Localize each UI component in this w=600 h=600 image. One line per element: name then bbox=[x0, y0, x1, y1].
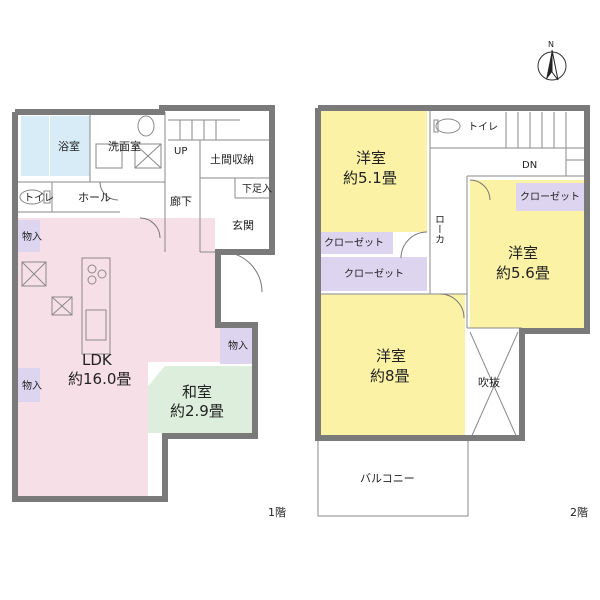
void-marker bbox=[469, 331, 519, 441]
label-corridor: 廊下 bbox=[170, 194, 192, 208]
sink-icon bbox=[137, 115, 155, 137]
label-storage-b: 物入 bbox=[228, 339, 248, 352]
kitchen-counter bbox=[81, 257, 111, 355]
floor-1: 浴室 洗面室 トイレ ホール UP 土間収納 廊下 下足入 玄関 物入 物入 物… bbox=[12, 105, 286, 519]
fridge-space-icon bbox=[21, 261, 47, 287]
floor2-label: 2階 bbox=[570, 505, 588, 519]
door-swing bbox=[139, 217, 161, 239]
door-swing bbox=[99, 181, 119, 201]
floor1-label: 1階 bbox=[268, 505, 286, 519]
label-void: 吹抜 bbox=[478, 375, 500, 389]
storage-b-area bbox=[220, 326, 252, 364]
washitsu-area bbox=[148, 366, 252, 433]
label-closet1: クローゼット bbox=[324, 237, 384, 249]
closet3-area bbox=[516, 183, 584, 211]
storage-c-area bbox=[18, 368, 40, 402]
room3-area bbox=[321, 294, 465, 435]
storage-a-area bbox=[18, 220, 40, 252]
floor2-walls bbox=[315, 105, 590, 441]
label-room1-size: 約5.1畳 bbox=[343, 169, 397, 187]
label-bath: 浴室 bbox=[58, 139, 80, 153]
label-storage-c: 物入 bbox=[22, 379, 42, 392]
label-room2-size: 約5.6畳 bbox=[496, 264, 550, 282]
label-entrance: 玄関 bbox=[232, 218, 254, 232]
label-room3: 洋室 bbox=[376, 347, 406, 365]
floor1-walls bbox=[12, 105, 275, 502]
label-closet2: クローゼット bbox=[344, 268, 404, 280]
label-room1: 洋室 bbox=[356, 149, 386, 167]
label-washitsu: 和室 bbox=[182, 383, 212, 401]
label-shoe-box: 下足入 bbox=[242, 183, 272, 195]
bathtub bbox=[21, 116, 49, 176]
label-toilet-2f: トイレ bbox=[468, 122, 498, 133]
label-toilet-1f: トイレ bbox=[24, 193, 54, 204]
bath-floor bbox=[50, 116, 90, 176]
stairs-floor1 bbox=[168, 119, 240, 141]
compass-label: N bbox=[548, 40, 554, 49]
label-ldk-size: 約16.0畳 bbox=[68, 370, 131, 388]
label-ldk: LDK bbox=[82, 351, 113, 369]
door-swing bbox=[469, 179, 491, 201]
label-room3-size: 約8畳 bbox=[370, 367, 410, 385]
label-washroom: 洗面室 bbox=[108, 139, 141, 153]
toilet-2f-icon bbox=[433, 118, 461, 134]
closet1-area bbox=[321, 232, 393, 254]
ldk-area bbox=[18, 218, 220, 496]
washing-machine-icon bbox=[95, 143, 162, 169]
label-dn: DN bbox=[522, 160, 537, 171]
door-swing bbox=[221, 251, 263, 293]
label-doma-storage: 土間収納 bbox=[210, 153, 254, 166]
label-closet3: クローゼット bbox=[520, 191, 580, 203]
door-swing bbox=[400, 231, 428, 259]
room1-area bbox=[321, 111, 427, 232]
closet2-area bbox=[321, 257, 427, 291]
label-washitsu-size: 約2.9畳 bbox=[170, 402, 224, 420]
label-hall: ホール bbox=[78, 191, 111, 204]
label-hallway: ローカ bbox=[433, 214, 444, 244]
stairs-floor2 bbox=[505, 112, 587, 176]
door-swing bbox=[439, 293, 465, 319]
toilet-icon bbox=[19, 189, 51, 205]
label-balcony: バルコニー bbox=[360, 472, 415, 485]
floor-2: トイレ DN 洋室 約5.1畳 クローゼット クローゼット クローゼット ローカ… bbox=[315, 105, 590, 519]
label-room2: 洋室 bbox=[508, 244, 538, 262]
north-arrow-icon: N bbox=[537, 40, 567, 81]
label-up: UP bbox=[174, 146, 187, 157]
cabinet-icon bbox=[51, 296, 73, 316]
label-storage-a: 物入 bbox=[22, 230, 42, 243]
